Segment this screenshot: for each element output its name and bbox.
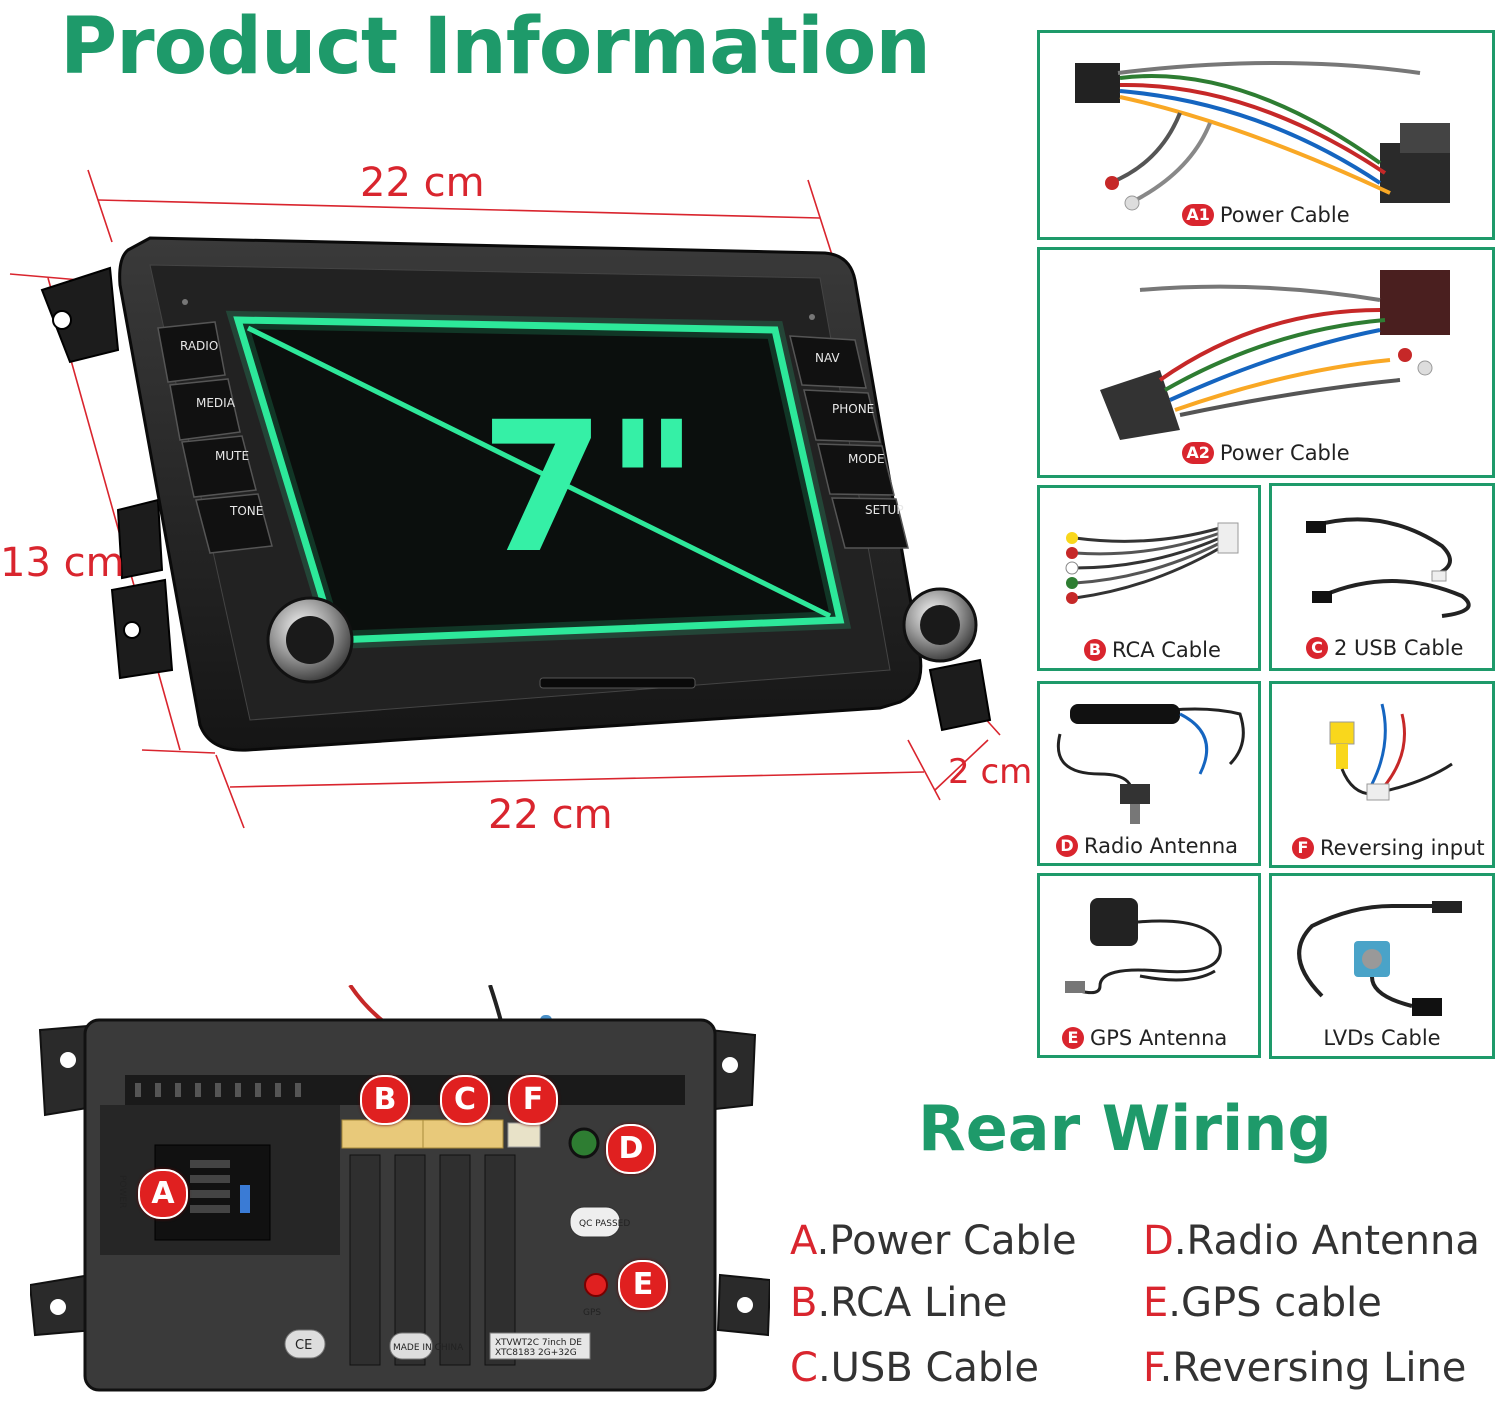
rear-marker-c: C	[440, 1075, 490, 1125]
gps-antenna-icon	[1065, 898, 1222, 995]
badge-a1: A1	[1182, 204, 1214, 226]
dimension-top-width: 22 cm	[360, 160, 485, 206]
gps-label: GPS	[583, 1308, 601, 1318]
mounting-brackets	[40, 266, 992, 732]
legend-item-e: E.GPS cable	[1143, 1280, 1382, 1326]
reversing-input-icon	[1329, 703, 1453, 801]
card-slot	[539, 677, 696, 689]
radio-button[interactable]: RADIO	[180, 339, 218, 353]
power-label: POWER	[117, 1175, 127, 1208]
badge-e: E	[1062, 1027, 1084, 1049]
head-unit-front-illustration: 7" RADIO MEDIA MUTE TONE NAV PHONE MODE …	[9, 169, 1001, 829]
page-title: Product Information	[60, 2, 931, 92]
qc-label: QC PASSED	[579, 1219, 630, 1229]
left-button-column: RADIO MEDIA MUTE TONE	[157, 321, 273, 554]
rear-marker-d: D	[606, 1124, 656, 1174]
badge-d: D	[1056, 835, 1078, 857]
badge-b: B	[1084, 639, 1106, 661]
dimension-bottom-width: 22 cm	[488, 792, 613, 838]
rear-wiring-title: Rear Wiring	[918, 1092, 1332, 1165]
rear-marker-b: B	[360, 1075, 410, 1125]
rca-cable-icon	[1065, 522, 1239, 604]
mute-button[interactable]: MUTE	[215, 449, 249, 463]
media-button[interactable]: MEDIA	[196, 396, 236, 410]
dimension-height: 13 cm	[0, 540, 125, 586]
rear-marker-f: F	[508, 1075, 558, 1125]
reversing-connector	[507, 1122, 541, 1148]
power-cable-harness-2-icon	[1100, 270, 1450, 440]
nav-button[interactable]: NAV	[815, 351, 840, 365]
rear-marker-a: A	[138, 1169, 188, 1219]
model-label-2: XTC8183 2G+32G	[495, 1348, 577, 1358]
legend-item-a: A.Power Cable	[790, 1218, 1077, 1264]
badge-f: F	[1292, 837, 1314, 859]
lvds-cable-icon	[1297, 901, 1462, 1016]
usb-cable-icon	[1306, 517, 1471, 618]
model-label-1: XTVWT2C 7inch DE	[495, 1338, 582, 1348]
phone-button[interactable]: PHONE	[832, 402, 874, 416]
legend-item-b: B.RCA Line	[790, 1280, 1008, 1326]
badge-c: C	[1306, 637, 1328, 659]
dimension-depth: 2 cm	[948, 752, 1033, 792]
accessory-label-lvds: LVDs Cable	[1323, 1026, 1441, 1050]
setup-button[interactable]: SETUP	[865, 503, 904, 517]
radio-antenna-port	[568, 1127, 600, 1159]
legend-item-c: C.USB Cable	[790, 1345, 1040, 1391]
screen-size-label: 7"	[480, 384, 699, 593]
rear-marker-e: E	[618, 1260, 668, 1310]
badge-a2: A2	[1182, 442, 1214, 464]
tone-button[interactable]: TONE	[229, 504, 263, 518]
gps-port	[584, 1273, 608, 1297]
made-in-china-label: MADE IN CHINA	[393, 1343, 464, 1353]
legend-item-f: F.Reversing Line	[1143, 1345, 1467, 1391]
accessory-tile-lvds: LVDs Cable	[1269, 873, 1495, 1059]
mode-button[interactable]: MODE	[848, 452, 885, 466]
radio-antenna-icon	[1057, 704, 1245, 824]
right-button-column: NAV PHONE MODE SETUP	[789, 335, 909, 549]
legend-item-d: D.Radio Antenna	[1143, 1218, 1480, 1264]
head-unit-rear-illustration: POWER QC PASSED GPS CE MADE IN CHINA XTV…	[30, 985, 770, 1392]
power-cable-harness-icon	[1075, 61, 1450, 211]
ce-label: CE	[295, 1338, 312, 1353]
